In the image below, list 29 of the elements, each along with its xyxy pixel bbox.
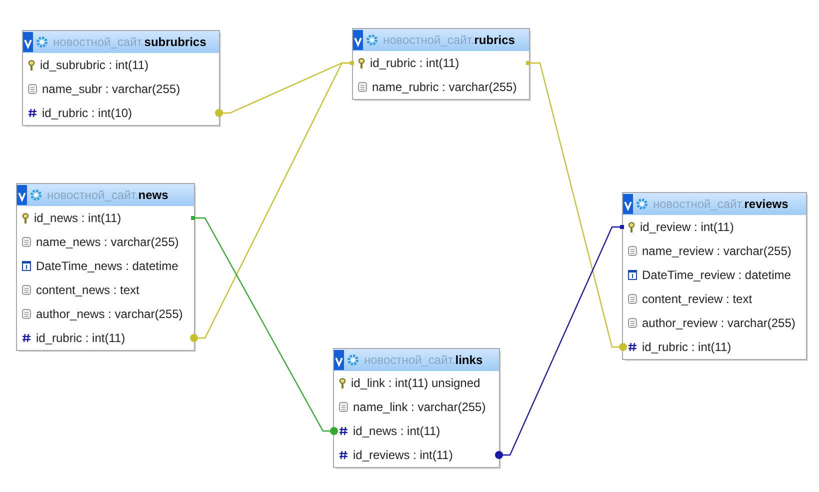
table-title: новостной_сайт.reviews [653,196,788,213]
column-name: id_rubric : int(11) [642,339,732,356]
relation-line [191,216,338,435]
column-name: id_reviews : int(11) [353,447,454,464]
column-name: author_review : varchar(255) [642,315,796,332]
table-title: новостной_сайт.news [47,187,168,204]
column-name: name_subr : varchar(255) [42,81,182,98]
column-name: DateTime_review : datetime [642,267,792,284]
column-name: id_rubric : int(11) [36,330,126,347]
column-name: content_review : text [642,291,754,308]
table-title: новостной_сайт.subrubrics [53,34,206,51]
column-name: id_link : int(11) unsigned [351,375,482,392]
column-name: content_news : text [36,282,140,299]
column-name: name_link : varchar(255) [353,399,487,416]
column-name: id_rubric : int(11) [370,55,460,72]
column-name: author_news : varchar(255) [36,306,184,323]
relation-line [526,61,627,351]
column-name: name_review : varchar(255) [642,243,792,260]
column-name: id_rubric : int(10) [42,105,134,122]
table-title: новостной_сайт.rubrics [383,32,515,49]
column-name: id_subrubric : int(11) [40,57,150,74]
relation-line [495,225,624,459]
column-name: id_news : int(11) [353,423,442,440]
column-name: name_rubric : varchar(255) [372,79,518,96]
column-name: id_review : int(11) [640,219,735,236]
table-title: новостной_сайт.links [364,352,483,369]
column-name: DateTime_news : datetime [36,258,180,275]
column-name: name_news : varchar(255) [36,234,180,251]
column-name: id_news : int(11) [34,210,122,227]
